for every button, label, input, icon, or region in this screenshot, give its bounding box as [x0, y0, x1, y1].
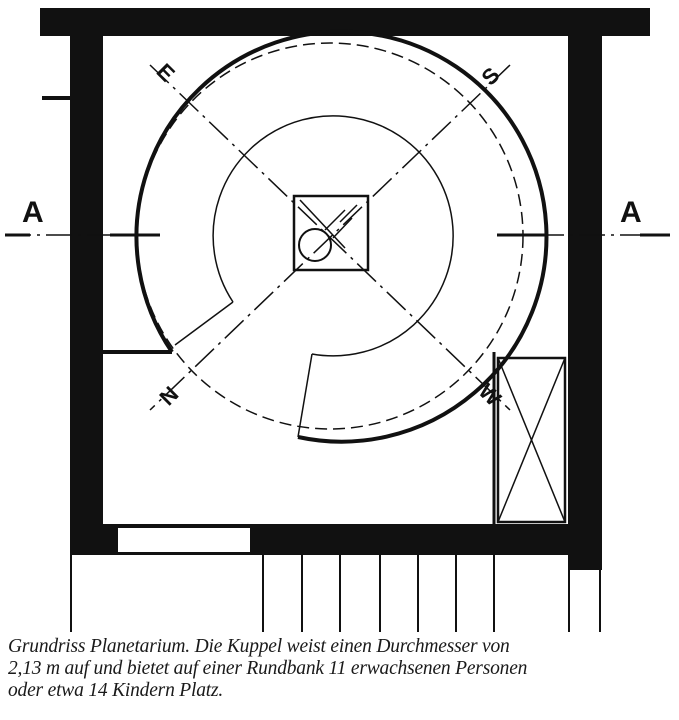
- partitions: [103, 350, 567, 524]
- caption-line: 2,13 m auf und bietet auf einer Rundbank…: [8, 658, 528, 679]
- compass-east: E: [152, 58, 180, 86]
- door-opening: [116, 526, 252, 554]
- caption-line: Grundriss Planetarium. Die Kuppel weist …: [8, 636, 510, 657]
- cabinet: [496, 356, 567, 524]
- section-label-left: A: [22, 196, 44, 229]
- left-wall: [70, 8, 103, 555]
- dome: [5, 29, 670, 444]
- foundation-lines: [70, 555, 601, 632]
- planetarium-floor-plan: A A E S N W: [5, 8, 670, 632]
- compass-north: N: [154, 381, 183, 410]
- pipe-left: [42, 96, 70, 100]
- caption-line: oder etwa 14 Kindern Platz.: [8, 680, 224, 701]
- walls: [40, 8, 650, 570]
- dome-dashed-circle: [136, 42, 524, 430]
- projector-base: [292, 194, 370, 272]
- section-label-right: A: [620, 196, 642, 229]
- bench-inner-edge: [212, 115, 454, 357]
- projector-icon: [298, 228, 332, 262]
- right-wall: [568, 30, 602, 570]
- compass-west: W: [474, 378, 507, 411]
- figure-caption: Grundriss Planetarium. Die Kuppel weist …: [8, 636, 676, 702]
- dome-outer-wall: [134, 29, 549, 444]
